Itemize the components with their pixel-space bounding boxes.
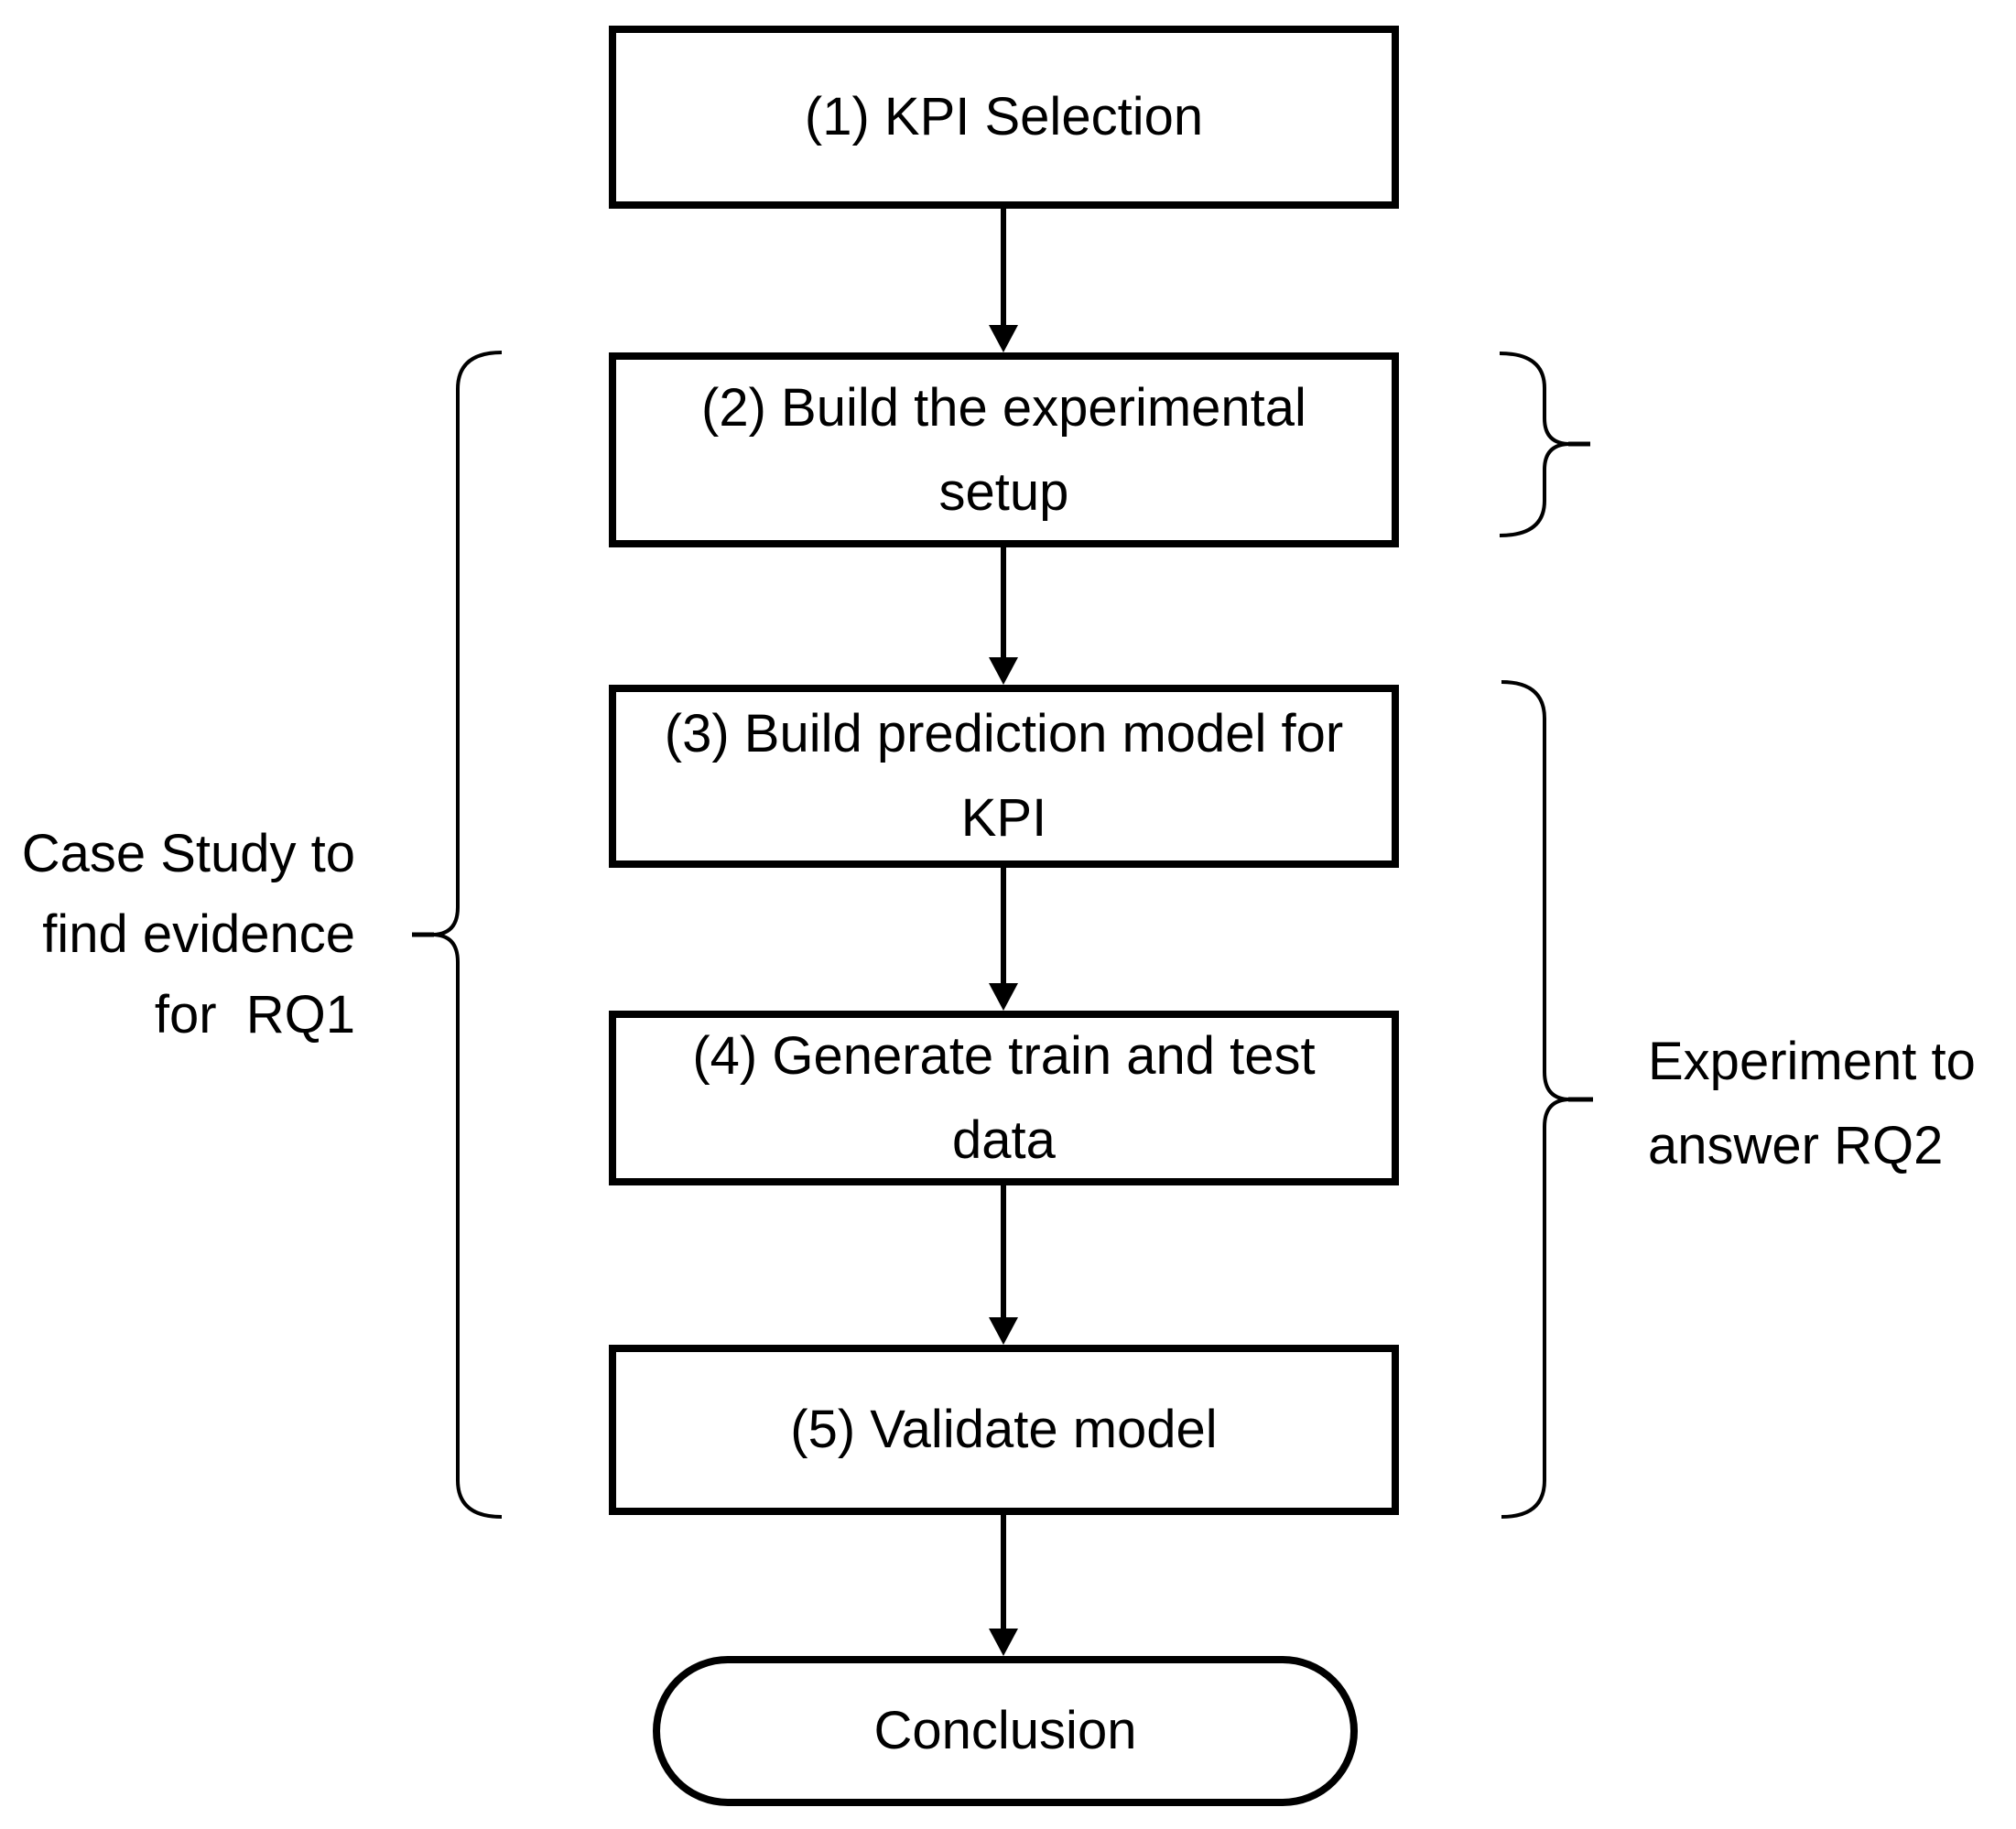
flow-arrow-5 <box>989 1515 1018 1656</box>
terminal-label: Conclusion <box>873 1701 1137 1760</box>
box-label: (5) Validate model <box>790 1400 1218 1459</box>
annotation-line: find evidence <box>42 904 355 964</box>
box-label: data <box>952 1109 1056 1170</box>
flow-arrow-1 <box>989 208 1018 352</box>
box-label: setup <box>938 461 1069 522</box>
box-label: (3) Build prediction model for <box>664 704 1344 763</box>
terminal-box-conclusion: Conclusion <box>653 1656 1358 1806</box>
flow-arrow-4 <box>989 1185 1018 1345</box>
annotation-line: Experiment to <box>1648 1032 1976 1091</box>
large-right-curly-brace <box>1501 680 1593 1519</box>
small-right-curly-brace <box>1499 352 1590 537</box>
process-box-1-kpi-selection: (1) KPI Selection <box>609 26 1399 209</box>
annotation-line: Case Study to <box>21 824 355 883</box>
flow-arrow-2 <box>989 547 1018 685</box>
case-study-annotation: Case Study to find evidence for RQ1 <box>0 814 355 1055</box>
process-box-3-build-prediction-model: (3) Build prediction model for KPI <box>609 685 1399 868</box>
box-label: (4) Generate train and test <box>692 1025 1316 1086</box>
experiment-annotation: Experiment to answer RQ2 <box>1648 1020 1976 1188</box>
annotation-line: for RQ1 <box>154 985 355 1044</box>
left-curly-brace <box>412 351 503 1519</box>
box-label: (2) Build the experimental <box>701 377 1306 438</box>
process-box-5-validate-model: (5) Validate model <box>609 1345 1399 1515</box>
flow-arrow-3 <box>989 868 1018 1011</box>
process-box-2-build-experimental-setup: (2) Build the experimental setup <box>609 352 1399 547</box>
annotation-line: answer RQ2 <box>1648 1116 1944 1175</box>
box-label: (1) KPI Selection <box>804 87 1204 146</box>
process-box-4-generate-train-test-data: (4) Generate train and test data <box>609 1011 1399 1185</box>
box-label: KPI <box>960 788 1047 848</box>
